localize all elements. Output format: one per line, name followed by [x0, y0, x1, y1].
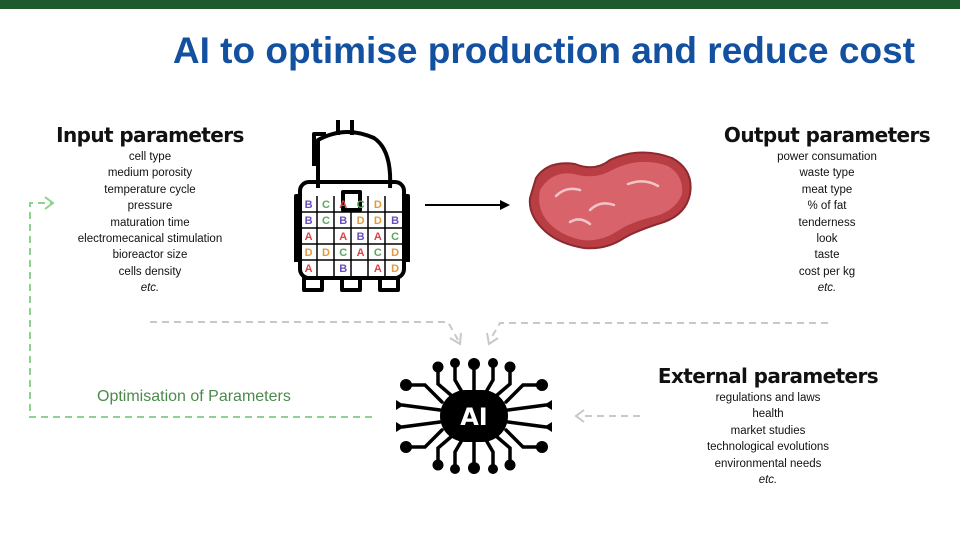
output-parameters-heading: Output parameters — [723, 123, 931, 147]
bioreactor-cell-letter: C — [339, 247, 347, 259]
bioreactor-cell-letter: C — [374, 247, 382, 259]
list-item: health — [752, 408, 784, 421]
output-to-ai-arrowhead — [486, 332, 499, 346]
list-item: power consumation — [777, 151, 877, 163]
list-item: taste — [814, 249, 840, 262]
bioreactor-cell-letter: B — [339, 215, 347, 227]
input-parameters-list: cell type medium porosity temperature cy… — [40, 149, 260, 297]
list-item: pressure — [127, 200, 173, 213]
bioreactor-cell-letter: B — [391, 215, 399, 227]
external-parameters-list: regulations and laws health market studi… — [648, 390, 888, 488]
list-item: etc. — [758, 474, 778, 487]
page-title: AI to optimise production and reduce cos… — [172, 30, 915, 71]
output-parameters-list: power consumation waste type meat type %… — [712, 149, 942, 297]
bioreactor-cell-letter: D — [374, 215, 382, 227]
top-bar — [0, 0, 960, 9]
list-item: waste type — [799, 167, 855, 180]
bioreactor-cell-letter: A — [305, 231, 313, 243]
list-item: look — [816, 233, 838, 246]
bioreactor-cell-letter: C — [391, 231, 399, 243]
list-item: market studies — [730, 424, 806, 437]
bioreactor-cell-letter: A — [305, 263, 313, 275]
bioreactor-cell-letter: A — [374, 231, 382, 243]
bioreactor-cell-letter: B — [305, 199, 313, 211]
bioreactor-cell-letter: D — [391, 247, 399, 259]
list-item: % of fat — [807, 200, 847, 213]
external-parameters-block: External parameters regulations and laws… — [648, 364, 888, 488]
bioreactor-cell-letter: A — [339, 231, 347, 243]
output-parameters-block: Output parameters power consumation wast… — [712, 123, 942, 297]
list-item: regulations and laws — [715, 392, 821, 404]
bioreactor-cell-letter: A — [357, 247, 365, 259]
list-item: technological evolutions — [706, 441, 830, 454]
list-item: cell type — [128, 151, 172, 163]
bioreactor-cell-letter: A — [374, 263, 382, 275]
bioreactor-cell-letter: D — [305, 247, 313, 259]
optimisation-loop-line — [29, 202, 372, 418]
bioreactor-cell-letter: B — [339, 263, 347, 275]
process-arrowhead — [500, 200, 510, 210]
input-to-ai-arrowhead — [449, 332, 462, 346]
external-parameters-heading: External parameters — [657, 364, 879, 388]
bioreactor-cell-letter: C — [322, 199, 330, 211]
input-parameters-block: Input parameters cell type medium porosi… — [40, 123, 260, 297]
input-to-ai-line — [150, 321, 459, 341]
external-to-ai-arrowhead — [574, 409, 585, 423]
bioreactor-cell-letter: C — [322, 215, 330, 227]
bioreactor-cell-letter: A — [339, 199, 347, 211]
bioreactor-cell-letter: C — [357, 199, 365, 211]
input-parameters-heading: Input parameters — [56, 123, 244, 147]
list-item: temperature cycle — [104, 183, 196, 196]
list-item: maturation time — [110, 216, 190, 229]
bioreactor-cell-letter: B — [305, 215, 313, 227]
list-item: medium porosity — [107, 167, 193, 180]
bioreactor-cell-letter: D — [374, 199, 382, 211]
list-item: etc. — [817, 282, 837, 295]
list-item: meat type — [801, 183, 853, 196]
bioreactor-cell-letter: D — [322, 247, 330, 259]
bioreactor-cell-letter: D — [391, 263, 399, 275]
optimisation-label: Optimisation of Parameters — [97, 388, 291, 405]
list-item: tenderness — [798, 216, 856, 229]
bioreactor-cell-letter: D — [357, 215, 365, 227]
list-item: etc. — [140, 282, 160, 295]
list-item: electromecanical stimulation — [77, 233, 223, 246]
optimisation-loop-arrowhead — [44, 196, 55, 210]
list-item: cells density — [118, 265, 182, 278]
list-item: cost per kg — [798, 265, 856, 278]
bioreactor-cell-letter: B — [357, 231, 365, 243]
list-item: environmental needs — [714, 457, 822, 470]
list-item: bioreactor size — [112, 249, 188, 262]
output-to-ai-line — [489, 322, 828, 341]
ai-label: AI — [460, 403, 488, 431]
